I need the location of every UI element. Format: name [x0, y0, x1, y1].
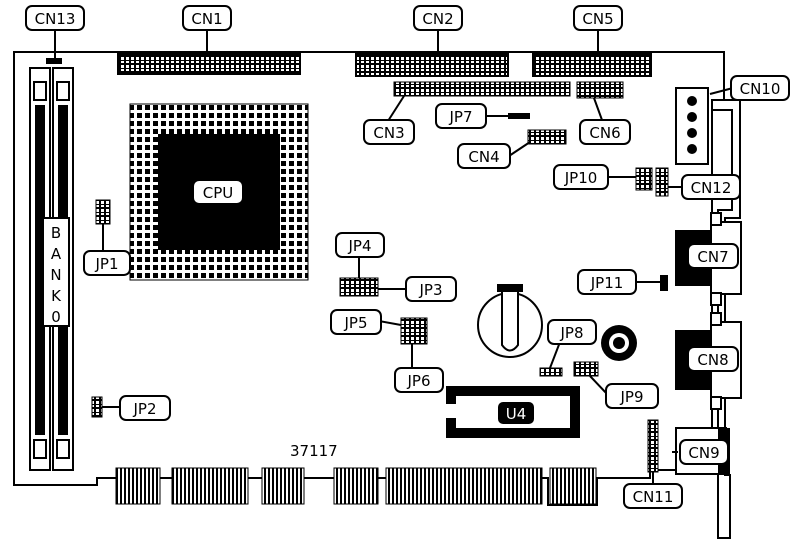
label-jp9: JP9 — [605, 383, 659, 409]
svg-text:CN7: CN7 — [697, 248, 728, 266]
label-jp8: JP8 — [547, 319, 597, 345]
jp10-jumper — [635, 167, 653, 191]
cn4-connector — [527, 129, 567, 145]
label-cn6: CN6 — [579, 119, 631, 145]
svg-text:JP8: JP8 — [559, 324, 583, 342]
label-cn13: CN13 — [25, 5, 85, 31]
svg-text:CN13: CN13 — [35, 10, 76, 28]
jp11-jumper — [660, 275, 668, 291]
edge-connector — [115, 467, 597, 505]
label-jp4: JP4 — [335, 232, 385, 258]
svg-text:JP6: JP6 — [406, 372, 430, 390]
cn13-connector — [46, 58, 62, 64]
svg-text:CN11: CN11 — [633, 488, 674, 506]
label-jp7: JP7 — [435, 103, 487, 129]
jp1-jumper — [95, 199, 111, 225]
jp8-jumper — [539, 367, 563, 377]
svg-text:JP11: JP11 — [590, 274, 624, 292]
label-jp5: JP5 — [330, 309, 382, 335]
cn12-connector — [655, 167, 669, 197]
jp5-jp6-jumper — [400, 317, 428, 345]
svg-text:CN10: CN10 — [740, 80, 781, 98]
svg-text:CN1: CN1 — [191, 10, 222, 28]
cn11-connector — [647, 419, 659, 473]
svg-text:JP7: JP7 — [448, 108, 472, 126]
cn1-connector — [117, 53, 301, 75]
bank-digit-0: 0 — [51, 308, 61, 326]
label-jp1: JP1 — [83, 250, 131, 276]
bank-letter-a: A — [51, 245, 62, 263]
label-cn9: CN9 — [679, 439, 729, 465]
bank-letter-k: K — [51, 287, 62, 305]
battery — [477, 284, 543, 358]
cn10-power-connector — [675, 87, 709, 165]
label-cn8: CN8 — [687, 346, 739, 372]
svg-text:CN12: CN12 — [691, 179, 732, 197]
svg-text:CPU: CPU — [203, 184, 234, 202]
svg-text:CN6: CN6 — [589, 124, 620, 142]
buzzer — [601, 325, 637, 361]
svg-text:JP4: JP4 — [347, 237, 371, 255]
memory-bank-0: B A N K 0 — [29, 67, 74, 471]
bank-letter-b: B — [51, 224, 61, 242]
svg-text:JP1: JP1 — [94, 255, 118, 273]
leader-lines — [54, 28, 734, 486]
label-jp2: JP2 — [119, 395, 171, 421]
jp9-jumper — [573, 361, 599, 377]
svg-text:CN8: CN8 — [697, 351, 728, 369]
label-jp3: JP3 — [405, 276, 457, 302]
cn2-connector — [355, 53, 509, 77]
svg-text:JP2: JP2 — [132, 400, 156, 418]
label-cn2: CN2 — [413, 5, 463, 31]
svg-text:U4: U4 — [506, 405, 527, 423]
svg-text:JP10: JP10 — [564, 169, 598, 187]
label-cn5: CN5 — [573, 5, 623, 31]
label-cn4: CN4 — [457, 143, 511, 169]
label-u4: U4 — [496, 400, 536, 426]
cn3-connector — [393, 81, 571, 97]
label-cpu: CPU — [192, 179, 244, 205]
label-cn11: CN11 — [623, 483, 683, 509]
svg-text:JP9: JP9 — [619, 388, 643, 406]
svg-text:JP5: JP5 — [343, 314, 367, 332]
label-jp11: JP11 — [577, 269, 637, 295]
jp7-jumper — [508, 113, 530, 119]
label-cn1: CN1 — [182, 5, 232, 31]
svg-text:CN5: CN5 — [582, 10, 613, 28]
svg-text:CN4: CN4 — [468, 148, 499, 166]
label-jp6: JP6 — [394, 367, 444, 393]
label-cn7: CN7 — [687, 243, 739, 269]
board-id: 37117 — [290, 442, 338, 460]
jp2-jumper — [91, 396, 103, 418]
svg-text:CN3: CN3 — [373, 124, 404, 142]
jp4-jp3-jumper — [339, 277, 379, 297]
label-cn3: CN3 — [363, 119, 415, 145]
cn6-connector — [576, 81, 624, 99]
svg-text:JP3: JP3 — [418, 281, 442, 299]
label-cn12: CN12 — [681, 174, 741, 200]
svg-text:CN2: CN2 — [422, 10, 453, 28]
svg-text:CN9: CN9 — [688, 444, 719, 462]
bank-letter-n: N — [50, 266, 61, 284]
label-jp10: JP10 — [553, 164, 609, 190]
cn5-connector — [532, 53, 652, 77]
label-cn10: CN10 — [730, 75, 790, 101]
